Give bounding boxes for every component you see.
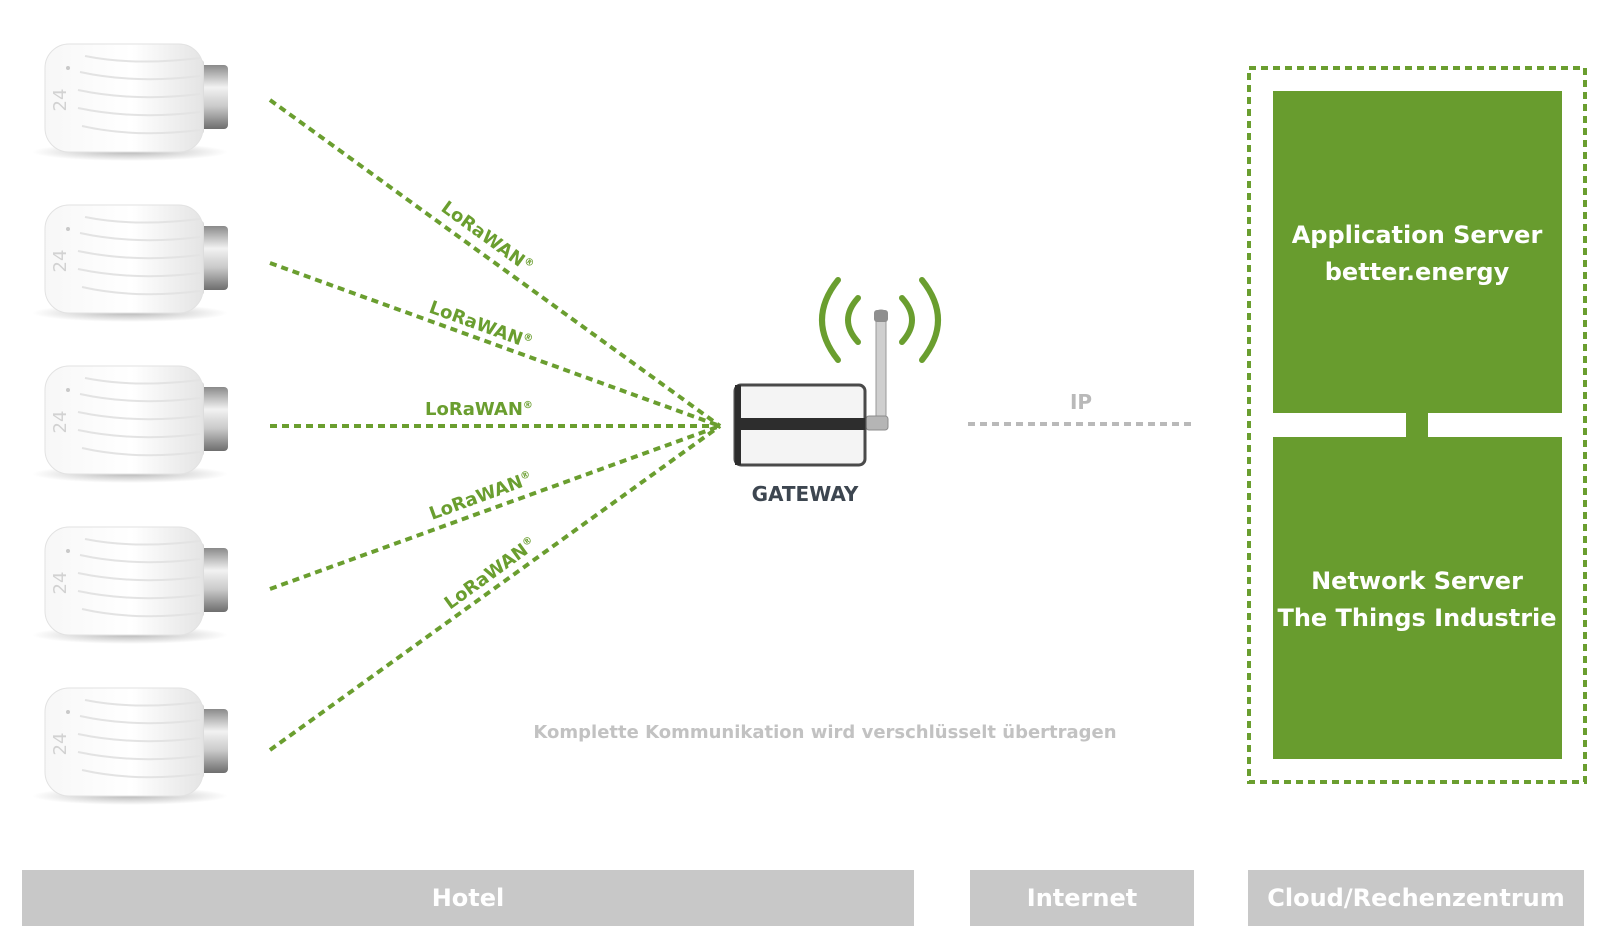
lorawan-link-4 [269,424,721,591]
thermostat-device-5: 24 [32,687,228,805]
lorawan-links [268,98,722,752]
zone-label-internet: Internet [1026,884,1138,912]
ip-label: IP [1070,390,1092,414]
lorawan-labels: LoRaWAN® LoRaWAN® LoRaWAN® LoRaWAN® LoRa… [425,197,541,614]
server-connector [1406,410,1428,440]
encryption-note: Komplette Kommunikation wird verschlüsse… [533,722,1116,743]
ip-link: IP [968,390,1196,426]
lorawan-label-4: LoRaWAN® [427,468,536,525]
thermostat-display: 24 [50,89,71,112]
lorawan-label-5: LoRaWAN® [441,534,541,614]
thermostat-display: 24 [50,411,71,434]
thermostat-device-4: 24 [32,526,228,644]
zone-bar-internet: Internet [970,870,1194,926]
zone-label-hotel: Hotel [431,884,505,912]
network-server-box [1273,437,1562,759]
signal-right-arc-outer [919,277,941,363]
application-server-label: Application Server [1292,221,1543,249]
thermostat-device-1: 24 [32,43,228,161]
zone-label-cloud: Cloud/Rechenzentrum [1267,884,1565,912]
lorawan-link-5 [268,424,722,752]
signal-left-arc-outer [819,277,841,363]
application-server-box [1273,91,1562,413]
lorawan-label-3: LoRaWAN® [425,399,533,420]
thermostat-device-2: 24 [32,204,228,322]
zone-bar-cloud: Cloud/Rechenzentrum [1248,870,1584,926]
cloud-server-group: Application Server better.energy Network… [1247,66,1587,784]
thermostat-device-3: 24 [32,365,228,483]
gateway-antenna [875,309,887,426]
network-server-label: Network Server [1311,567,1523,595]
lorawan-label-1: LoRaWAN® [437,197,537,277]
gateway-label: GATEWAY [752,482,859,506]
signal-left-arc-inner [845,295,861,345]
application-server-sublabel: better.energy [1325,258,1510,286]
thermostat-display: 24 [50,572,71,595]
lorawan-link-2 [269,261,721,428]
zone-bar-hotel: Hotel [22,870,914,926]
cloud-dashed-border [1247,66,1587,784]
lorawan-link-1 [268,98,722,428]
thermostat-display: 24 [50,250,71,273]
signal-right-arc-inner [899,295,915,345]
network-server-sublabel: The Things Industrie [1277,604,1556,632]
thermostat-display: 24 [50,733,71,756]
gateway-device: GATEWAY [733,277,941,506]
